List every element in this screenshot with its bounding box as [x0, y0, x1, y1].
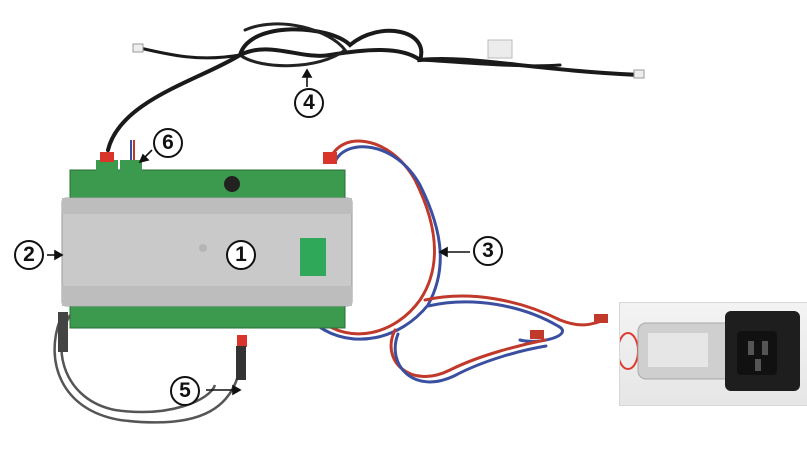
power-inlet-photo	[617, 302, 807, 406]
callout-5: 5	[170, 376, 200, 406]
controller-housing	[61, 169, 353, 329]
temperature-sensor	[53, 312, 247, 424]
callout-6: 6	[153, 128, 183, 158]
callout-3: 3	[473, 236, 503, 266]
power-inlet-icon	[617, 311, 800, 391]
connector	[96, 140, 142, 182]
mains-cable	[316, 139, 608, 384]
communication-cable	[106, 22, 645, 152]
callout-4: 4	[294, 88, 324, 118]
callout-arrows	[47, 68, 470, 396]
callout-1: 1	[226, 240, 256, 270]
callout-2: 2	[14, 240, 44, 270]
